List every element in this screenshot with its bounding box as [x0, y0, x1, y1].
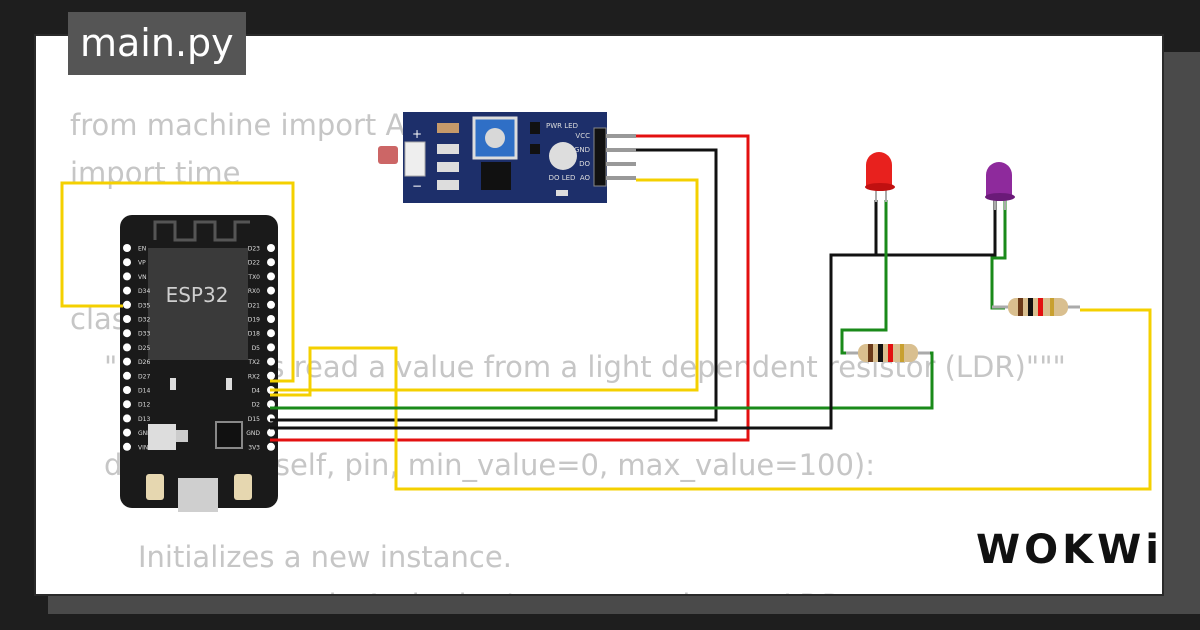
- pin-label: D19: [248, 317, 260, 324]
- pin-label: D27: [138, 373, 150, 380]
- pin-hole[interactable]: [123, 400, 131, 409]
- pin-hole[interactable]: [267, 286, 275, 295]
- pin-hole[interactable]: [267, 428, 275, 437]
- pin-hole[interactable]: [123, 244, 131, 252]
- pin-label: GND: [246, 430, 260, 437]
- pin-hole[interactable]: [123, 414, 131, 423]
- pin-label: D35: [138, 302, 150, 309]
- file-tab[interactable]: main.py: [68, 12, 246, 75]
- pin-label: VP: [138, 260, 146, 267]
- pin-hole[interactable]: [267, 442, 275, 451]
- esp32-board[interactable]: ESP32 ENVPVND34D35D32D33D25D26D27D14D12D…: [120, 215, 278, 512]
- pin-label: 3V3: [248, 444, 260, 451]
- pin-label: D12: [138, 402, 150, 409]
- pin-label-gnd: GND: [574, 146, 590, 154]
- wires: [60, 134, 1152, 491]
- pin-hole[interactable]: [123, 258, 131, 267]
- pin-label: D25: [138, 345, 150, 352]
- pin-label: D22: [248, 260, 260, 267]
- minus-label: −: [412, 179, 422, 193]
- pin-label-vcc: VCC: [575, 132, 590, 140]
- wire-led-gnd[interactable]: [270, 200, 997, 430]
- pin-label: TX0: [247, 274, 260, 281]
- pin-label: D14: [138, 388, 150, 395]
- pin-hole[interactable]: [267, 258, 275, 267]
- pin-label: D32: [138, 317, 150, 324]
- pin-hole[interactable]: [123, 300, 131, 309]
- pin-label: EN: [138, 246, 146, 253]
- pin-label: D15: [248, 416, 260, 423]
- resistor-1[interactable]: [846, 344, 930, 362]
- wire-vcc[interactable]: [270, 134, 750, 442]
- pwr-led-label: PWR LED: [546, 122, 578, 130]
- wire-resistor-2[interactable]: [270, 308, 1152, 491]
- pin-hole[interactable]: [123, 329, 131, 338]
- do-led-label: DO LED: [549, 174, 576, 182]
- pin-hole[interactable]: [267, 244, 275, 252]
- pin-label: D34: [138, 288, 150, 295]
- pin-label: D26: [138, 359, 150, 366]
- pin-label: D13: [138, 416, 150, 423]
- code-line: Initializes a new instance.: [138, 540, 512, 574]
- pin-label: D5: [252, 345, 261, 352]
- pin-hole[interactable]: [267, 315, 275, 323]
- pin-hole[interactable]: [267, 343, 275, 352]
- pin-label: D23: [248, 246, 260, 253]
- pin-label: D18: [248, 331, 260, 338]
- wire-ao[interactable]: [270, 178, 699, 392]
- pin-label: RX2: [248, 373, 260, 380]
- wire-green-r1[interactable]: [270, 351, 934, 410]
- pin-hole[interactable]: [123, 442, 131, 451]
- pin-label: D2: [252, 402, 261, 409]
- pin-hole[interactable]: [123, 386, 131, 394]
- wire-led1-anode[interactable]: [840, 200, 888, 355]
- pin-hole[interactable]: [123, 315, 131, 323]
- pin-label: D4: [252, 388, 261, 395]
- pin-hole[interactable]: [267, 371, 275, 380]
- pin-hole[interactable]: [123, 272, 131, 281]
- esp32-label: ESP32: [166, 283, 229, 307]
- pin-hole[interactable]: [123, 428, 131, 437]
- pin-hole[interactable]: [123, 343, 131, 352]
- wire-gnd-ldr[interactable]: [270, 148, 718, 422]
- pin-label: RX0: [248, 288, 260, 295]
- pin-hole[interactable]: [267, 400, 275, 409]
- pin-hole[interactable]: [123, 286, 131, 295]
- pin-label: D33: [138, 331, 150, 338]
- led-purple[interactable]: [985, 162, 1015, 210]
- pin-hole[interactable]: [123, 357, 131, 366]
- resistor-2[interactable]: [992, 298, 1080, 316]
- pin-hole[interactable]: [123, 371, 131, 380]
- pin-label: VN: [138, 274, 147, 281]
- pin-label: TX2: [247, 359, 260, 366]
- pin-label: D21: [248, 302, 260, 309]
- plus-label: +: [412, 127, 422, 141]
- led-red[interactable]: [865, 152, 895, 202]
- pin-hole[interactable]: [267, 300, 275, 309]
- pin-label-do: DO: [579, 160, 590, 168]
- pin-hole[interactable]: [267, 357, 275, 366]
- wire-left-loop[interactable]: [60, 181, 295, 383]
- pin-label-ao: AO: [580, 174, 591, 182]
- code-line: :parameter pin A pin that's connected to…: [138, 588, 850, 594]
- code-background: from machine import ADC import time clas…: [36, 36, 1162, 594]
- pin-label: GND: [138, 430, 152, 437]
- ldr-sensor-module[interactable]: + − PWR LED DO LED VCC GND DO AO: [378, 112, 636, 203]
- wokwi-logo: WOKWi: [976, 527, 1163, 573]
- pin-label: VIN: [138, 444, 148, 451]
- pin-hole[interactable]: [267, 272, 275, 281]
- pin-hole[interactable]: [267, 329, 275, 338]
